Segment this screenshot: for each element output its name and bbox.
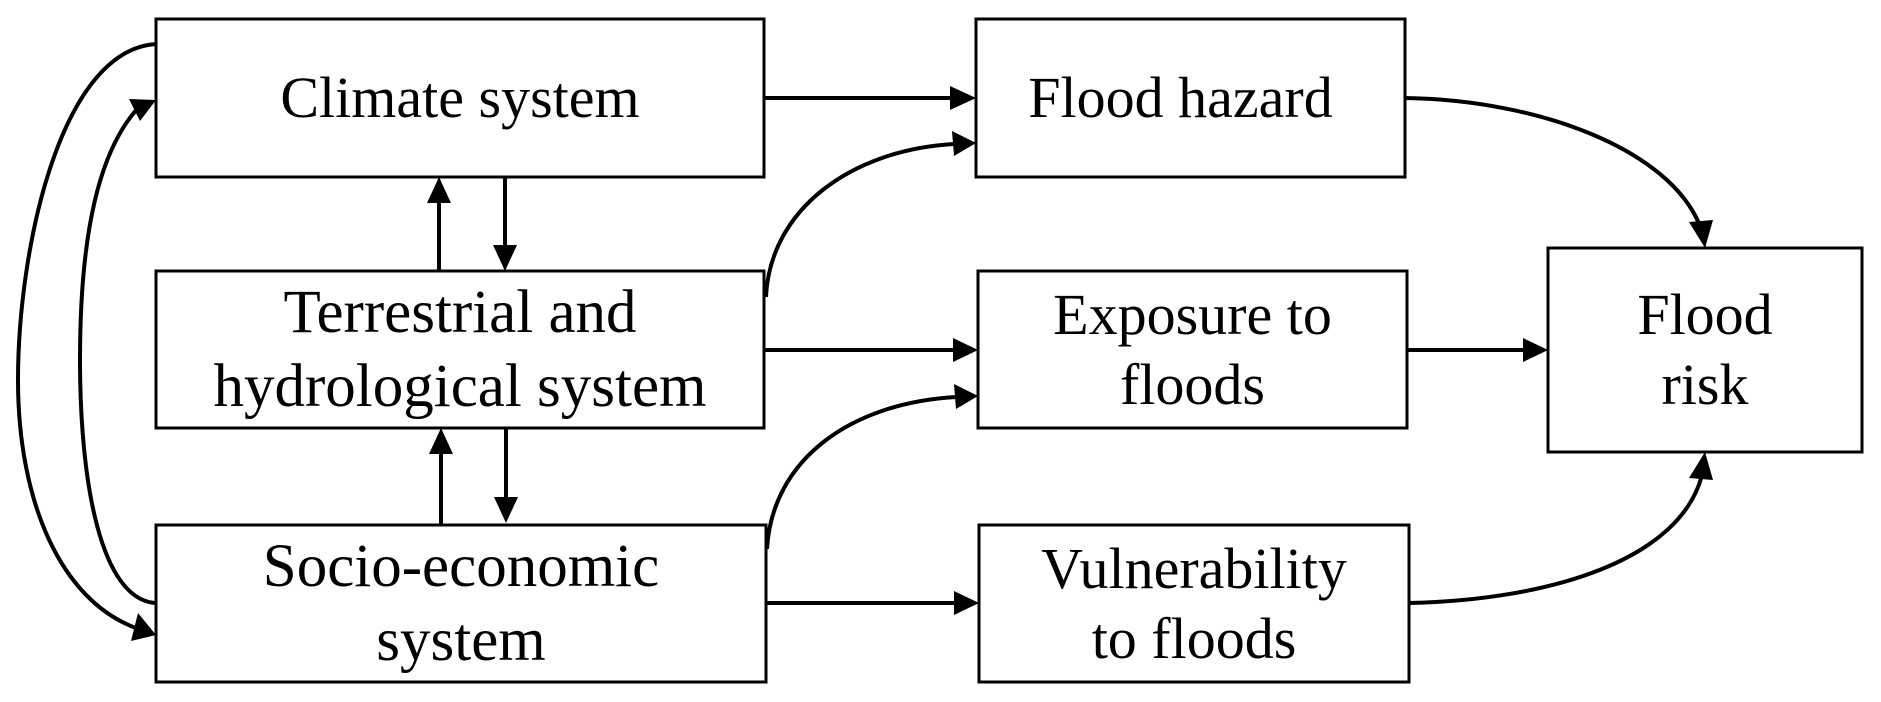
arrowhead-icon [1689,452,1713,480]
node-terrestrial-hydrological-system: Terrestrial and hydrological system [156,271,764,428]
node-label-line: floods [1120,351,1265,417]
node-box-socio-economic-system [154,523,768,684]
node-climate-system: Climate system [156,19,764,177]
edge-socio-to-vulnerability [766,591,979,615]
edge-climate-to-hazard [764,86,976,110]
edge-climate-to-terrestrial [493,177,517,271]
edge-vulnerability-to-risk [1408,452,1713,605]
node-socio-economic-system: Socio-economic system [156,525,766,682]
node-flood-hazard: Flood hazard [966,19,1395,177]
node-label-line: to floods [1091,605,1297,671]
arrowhead-icon [427,177,451,203]
arrowhead-icon [953,338,978,362]
node-label-line: Flood [1637,282,1773,347]
node-label-line: hydrological system [213,352,707,420]
arrowhead-icon [950,86,976,110]
edge-hazard-to-risk [1404,96,1713,248]
node-label-line: risk [1661,352,1749,417]
edge-terrestrial-to-socio [494,428,518,523]
arrowhead-icon [1689,220,1713,248]
node-label-line: Climate system [280,65,640,130]
edge-socio-to-exposure [765,384,978,550]
edge-exposure-to-risk [1407,338,1548,362]
arrowhead-icon [494,497,518,523]
node-exposure-to-floods: Exposure to floods [978,271,1407,428]
arrowhead-icon [954,591,979,615]
arrowhead-icon [429,428,453,454]
arrowhead-icon [954,384,978,409]
node-label-line: Vulnerability [1041,535,1347,601]
arrowhead-icon [493,245,517,271]
arrowhead-icon [952,131,976,156]
edge-climate-to-socio [15,42,157,641]
edge-socio-to-terrestrial [429,428,453,525]
edge-socio-to-climate [77,99,157,605]
edge-terrestrial-to-hazard [764,131,976,298]
node-label-line: system [376,606,546,674]
node-vulnerability-to-floods: Vulnerability to floods [979,525,1409,682]
node-box-vulnerability-to-floods [977,523,1411,684]
arrowhead-icon [131,613,156,641]
arrowhead-icon [129,99,156,121]
node-label-line: Flood hazard [1028,65,1333,130]
node-label-line: Exposure to [1053,281,1332,347]
edge-terrestrial-to-exposure [764,338,978,362]
node-label-line: Terrestrial and [283,278,637,346]
node-box-exposure-to-floods [976,269,1409,430]
node-box-flood-hazard [974,17,1407,179]
edge-terrestrial-to-climate [427,177,451,271]
node-box-climate-system [154,17,766,179]
arrowhead-icon [1523,338,1548,362]
node-flood-risk: Flood risk [1548,248,1862,452]
node-label-line: Socio-economic [262,532,660,600]
node-box-terrestrial-hydrological-system [154,269,766,430]
